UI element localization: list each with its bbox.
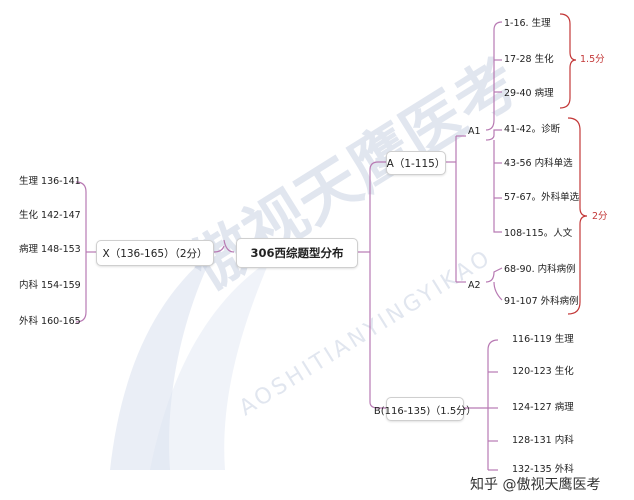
a1-item-physiology: 1-16. 生理 [504, 18, 551, 29]
b-item-biochemistry: 120-123 生化 [512, 366, 574, 377]
x-item-surgery: 外科 160-165 [19, 316, 81, 327]
center-node[interactable]: 306西综题型分布 [236, 238, 358, 268]
a1-item-internal-single: 43-56 内科单选 [504, 158, 573, 169]
b-item-pathology: 124-127 病理 [512, 402, 574, 413]
b-item-internal-medicine: 128-131 内科 [512, 435, 574, 446]
a1-label: A1 [468, 126, 481, 137]
b-node[interactable]: B(116-135)（1.5分） [374, 397, 476, 421]
a1-item-pathology: 29-40 病理 [504, 88, 554, 99]
x-item-biochemistry: 生化 142-147 [19, 210, 81, 221]
a1-item-surgery-single: 57-67。外科单选 [504, 192, 580, 203]
a2-item-surgery-case: 91-107 外科病例 [504, 296, 579, 307]
score-label-1-5: 1.5分 [580, 54, 605, 65]
x-node[interactable]: X（136-165）（2分） [96, 240, 214, 266]
x-item-pathology: 病理 148-153 [19, 244, 81, 255]
a-node[interactable]: A（1-115） [386, 151, 446, 175]
a2-label: A2 [468, 280, 481, 291]
a1-item-diagnosis: 41-42。诊断 [504, 124, 561, 135]
b-item-surgery: 132-135 外科 [512, 464, 574, 475]
b-item-physiology: 116-119 生理 [512, 334, 574, 345]
footer-attribution: 知乎 @傲视天鹰医考 [470, 477, 601, 493]
a1-item-humanities: 108-115。人文 [504, 228, 573, 239]
a2-item-internal-case: 68-90. 内科病例 [504, 264, 576, 275]
score-label-2: 2分 [592, 211, 608, 222]
x-item-physiology: 生理 136-141 [19, 176, 81, 187]
a1-item-biochemistry: 17-28 生化 [504, 54, 554, 65]
x-item-internal-medicine: 内科 154-159 [19, 280, 81, 291]
